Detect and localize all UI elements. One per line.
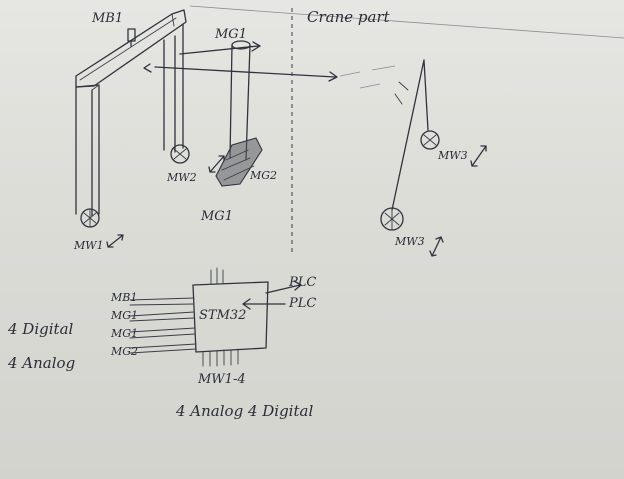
mg1-bottom-label: MG1: [201, 209, 233, 224]
mw-bus-label: MW1-4: [198, 372, 246, 387]
mg2-label: MG2: [250, 169, 278, 182]
mw3-upper-label: MW3: [438, 149, 468, 162]
mw2-label: MW2: [167, 171, 197, 184]
mw1-wheel: [80, 208, 124, 248]
gantry-leg-left: [75, 84, 100, 217]
plc-input-label: PLC: [289, 296, 317, 311]
page-edge-line: [189, 5, 624, 39]
input-label-mg2: MG2: [111, 345, 139, 358]
plc-output-label: PLC: [289, 275, 317, 290]
left-note-digital: 4 Digital: [8, 320, 74, 338]
sketch-scribble: [339, 65, 396, 89]
mg2-grabber: [215, 137, 263, 187]
stm32-chip-label: STM32: [199, 308, 247, 323]
crane-part-title: Crane part: [307, 8, 390, 26]
gantry-leg-right: [163, 23, 184, 153]
gantry-top-beam: [75, 9, 187, 88]
mb1-post: [127, 28, 136, 47]
mw3-lower-label: MW3: [395, 235, 425, 248]
crane-rope-system: [380, 59, 487, 257]
mw2-wheel: [170, 144, 225, 173]
mg1-top-label: MG1: [215, 27, 247, 42]
trolley-rail: [143, 41, 338, 82]
mw1-label: MW1: [74, 239, 104, 252]
stm32-block: [129, 267, 302, 367]
mb1-label: MB1: [92, 11, 124, 26]
input-label-mg1: MG1: [111, 309, 139, 322]
input-label-mb1: MB1: [111, 291, 138, 304]
bottom-io-note: 4 Analog 4 Digital: [176, 402, 314, 420]
input-label-mg1-second: MG1: [111, 327, 139, 340]
left-note-analog: 4 Analog: [8, 354, 76, 372]
